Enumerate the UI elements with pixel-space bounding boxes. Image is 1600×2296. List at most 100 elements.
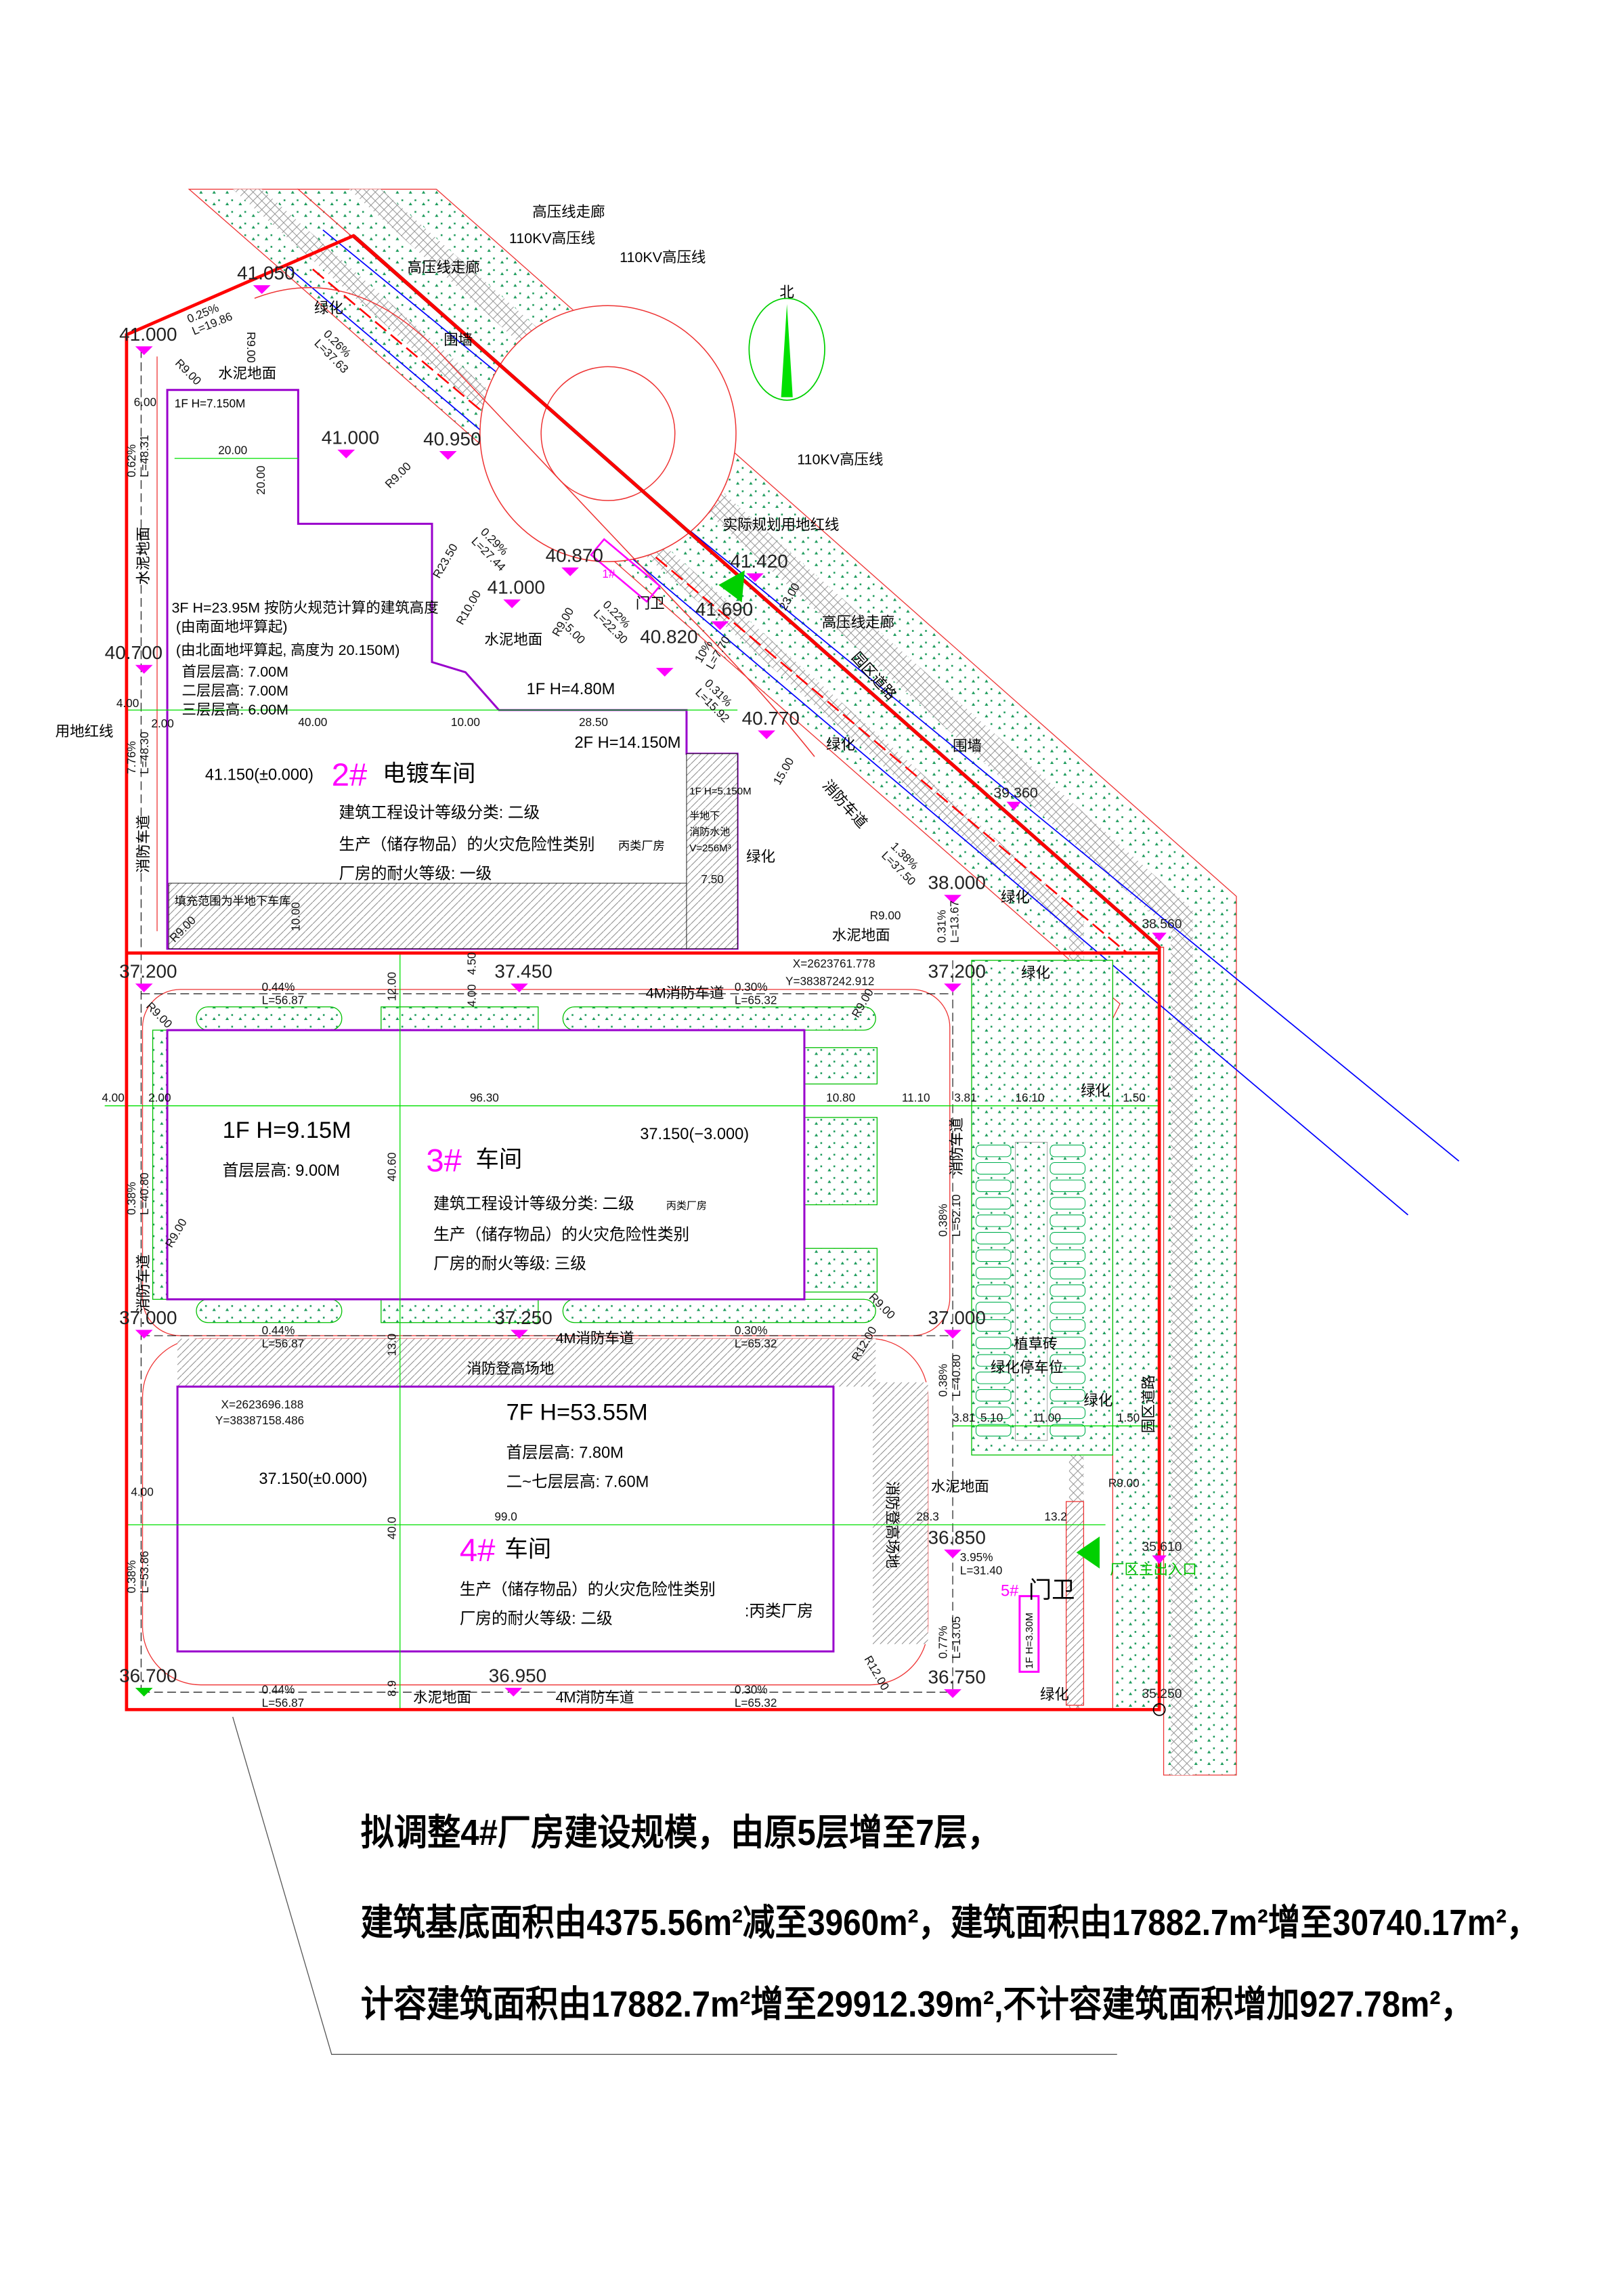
elevation-label: 40.950 xyxy=(423,428,481,449)
slope-grade: 0.44% xyxy=(262,980,295,994)
elevation-label: 40.870 xyxy=(546,545,603,566)
dimension-label: 11.10 xyxy=(902,1090,930,1104)
elevation-label: 37.000 xyxy=(119,1307,177,1328)
elevation-label: 41.050 xyxy=(237,263,295,284)
elevation-triangle-icon xyxy=(746,573,764,582)
dimension-lines xyxy=(104,458,1160,1710)
slope-grade: 0.38% xyxy=(936,1204,949,1237)
radius-label: R9.00 xyxy=(244,332,258,363)
dimension-label: 13.0 xyxy=(385,1334,398,1356)
building-4-number: 4# xyxy=(460,1533,496,1569)
dimension-label: 3.81 xyxy=(953,1411,975,1424)
building-2-fire-rating: 厂房的耐火等级: 一级 xyxy=(339,865,492,883)
building-5-name: 门卫 xyxy=(1029,1577,1075,1603)
cement-label: 水泥地面 xyxy=(484,632,542,648)
fire-lane-label: 消防车道 xyxy=(819,777,870,831)
slope-grade: 0.30% xyxy=(735,1323,768,1337)
dimension-label: 20.00 xyxy=(218,443,247,456)
dimension-label: 1.50 xyxy=(1123,1090,1145,1104)
hv-line-label: 110KV高压线 xyxy=(797,451,883,467)
elevation-label: 37.250 xyxy=(494,1307,552,1328)
fire-platform-top xyxy=(177,1338,876,1387)
elevation-label: 40.770 xyxy=(742,708,800,729)
hv-line-label: 110KV高压线 xyxy=(509,230,595,247)
hv-corridor-label: 高压线走廊 xyxy=(407,259,479,276)
building-4-floor1: 首层层高: 7.80M xyxy=(506,1444,624,1462)
note-line-2: 建筑基底面积由4375.56m²减至3960m²，建筑面积由17882.7m²增… xyxy=(361,1902,1539,1943)
elevation-triangle-icon xyxy=(135,1687,153,1697)
site-redline-label: 用地红线 xyxy=(56,723,114,740)
elevation-label: 37.200 xyxy=(119,961,177,982)
building-4-outline xyxy=(176,1385,835,1653)
fire-lane-4m-label: 4M消防车道 xyxy=(556,1689,634,1705)
building-2-wing-height: 2F H=14.150M xyxy=(575,734,681,752)
entrance-arrow-icon xyxy=(718,570,745,603)
elevation-triangle-icon xyxy=(944,1330,961,1339)
building-4-height: 7F H=53.55M xyxy=(506,1400,648,1426)
slope-grade: 0.62% xyxy=(125,444,138,477)
fire-platform-label: 消防登高场地 xyxy=(467,1361,555,1377)
slope-length: L=48.31 xyxy=(137,435,151,477)
elevation-triangle-icon xyxy=(944,895,961,904)
building-4-floors-2-7: 二~七层层高: 7.60M xyxy=(506,1473,649,1491)
roundabout-inner xyxy=(540,366,676,501)
gate-barrier xyxy=(1065,1501,1085,1706)
building-2-annex-height: 1F H=7.150M xyxy=(175,397,246,410)
dimension-label: 10.80 xyxy=(826,1090,855,1104)
elevation-triangle-icon xyxy=(504,1687,523,1697)
building-2-basement-note: 填充范围为半地下车库 xyxy=(175,894,291,908)
green-label: 绿化 xyxy=(1040,1686,1069,1703)
dimension-label: 11.00 xyxy=(1033,1411,1061,1424)
building-4-fire-category: 生产（储存物品）的火灾危险性类别 xyxy=(460,1580,716,1598)
note-line-3: 计容建筑面积由17882.7m²增至29912.39m²,不计容建筑面积增加92… xyxy=(361,1984,1473,2024)
building-3-design-grade: 建筑工程设计等级分类: 二级 xyxy=(433,1195,634,1213)
dimension-label: 20.00 xyxy=(254,465,267,494)
dimension-label: 4.00 xyxy=(116,696,139,710)
slope-length: L=48.30 xyxy=(137,731,151,774)
coordinate-y: Y=38387242.912 xyxy=(785,974,874,987)
elevation-label: 40.700 xyxy=(105,642,163,663)
fire-platform-right xyxy=(872,1382,928,1644)
building-2-note-north: (由北面地坪算起, 高度为 20.150M) xyxy=(176,642,399,658)
north-arrow: 北 xyxy=(748,284,825,401)
elevation-label: 36.850 xyxy=(928,1527,986,1548)
building-5-number: 5# xyxy=(1001,1583,1019,1600)
dimension-label: 3.81 xyxy=(954,1090,976,1104)
radius-label: R9.00 xyxy=(382,459,414,491)
cement-label: 水泥地面 xyxy=(135,527,152,585)
building-1-gate-outline xyxy=(590,538,662,603)
hv-corridor-label: 高压线走廊 xyxy=(532,204,605,220)
dimension-label: 99.0 xyxy=(494,1510,517,1523)
green-label: 绿化 xyxy=(1083,1393,1112,1409)
green-label: 绿化 xyxy=(826,736,855,752)
elevation-label: 37.450 xyxy=(494,961,552,982)
hv-corridor-label: 高压线走廊 xyxy=(822,614,894,631)
cement-label: 水泥地面 xyxy=(832,927,890,943)
dimension-label: 4.50 xyxy=(464,952,478,975)
elevation-label: 38.560 xyxy=(1142,918,1182,932)
fire-pool-hatch xyxy=(686,753,738,950)
coordinate-x: X=2623761.778 xyxy=(793,957,875,971)
radius-label: R12.00 xyxy=(862,1653,892,1693)
cement-label: 水泥地面 xyxy=(218,366,276,382)
elevation-triangle-icon xyxy=(511,983,528,993)
green-label: 绿化 xyxy=(314,300,343,316)
dimension-label: 1.50 xyxy=(1117,1411,1140,1424)
dimension-label: 7.50 xyxy=(701,872,723,886)
building-5-gate-outline xyxy=(1018,1595,1040,1673)
coordinate-y: Y=38387158.486 xyxy=(215,1413,304,1427)
fire-pool-l1: 半地下 xyxy=(689,811,720,822)
building-5-height: 1F H=3.30M xyxy=(1024,1613,1035,1669)
radius-label: R9.00 xyxy=(173,356,204,388)
radius-label: R9.00 xyxy=(870,909,901,922)
road-ring-3 xyxy=(142,989,951,1336)
fire-lane-label: 消防车道 xyxy=(135,1254,152,1313)
slope-length: L=53.86 xyxy=(137,1551,151,1594)
building-3-fire-rating: 厂房的耐火等级: 三级 xyxy=(433,1254,586,1273)
elevation-triangle-icon xyxy=(135,1330,153,1339)
slope-length: L=56.87 xyxy=(262,993,305,1006)
elevation-triangle-icon xyxy=(135,983,153,993)
slope-grade: 0.30% xyxy=(735,980,768,994)
slope-grade: 0.31% xyxy=(934,910,948,943)
fire-pool-l2: 消防水池 xyxy=(689,826,730,838)
